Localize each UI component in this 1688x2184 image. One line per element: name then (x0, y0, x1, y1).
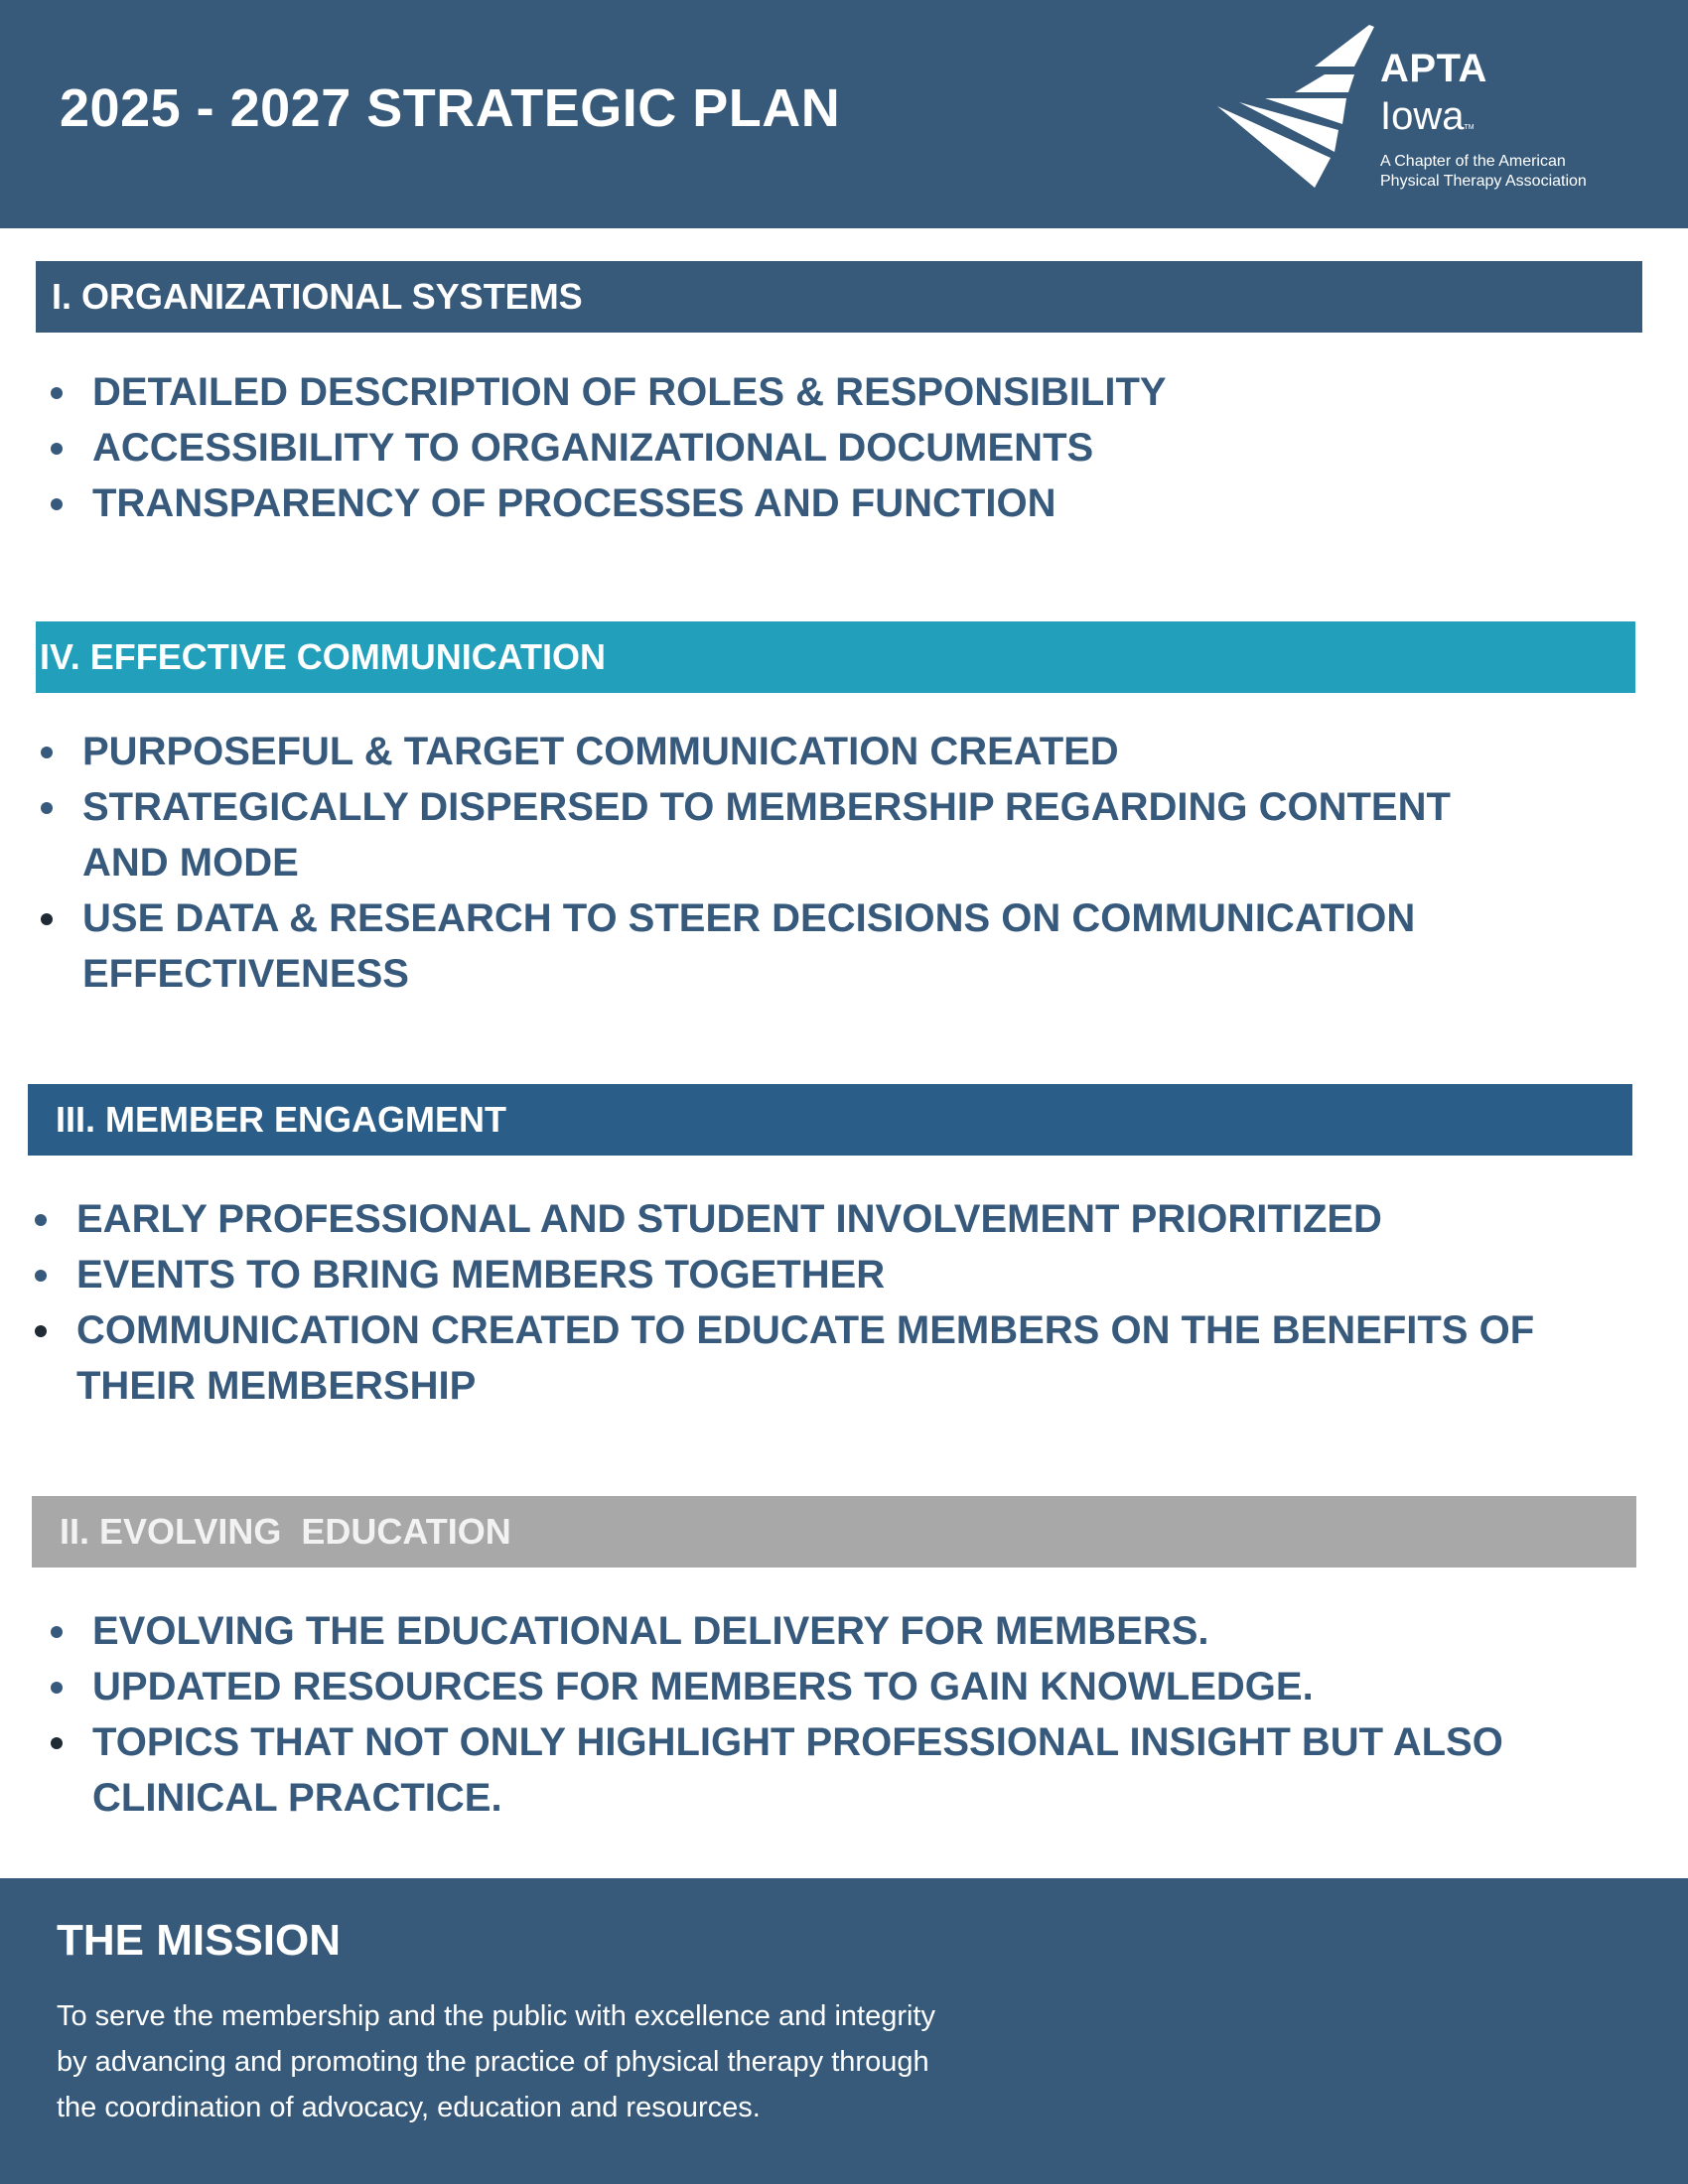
page-title: 2025 - 2027 STRATEGIC PLAN (60, 78, 841, 138)
bullet-icon (51, 1737, 63, 1749)
list-item: STRATEGICALLY DISPERSED TO MEMBERSHIP RE… (41, 779, 1451, 890)
mission-statement: To serve the membership and the public w… (57, 1993, 1149, 2130)
logo-iowa-text: IowaTM (1380, 94, 1475, 138)
bullet-icon (41, 747, 53, 758)
section-heading-organizational-systems: I. ORGANIZATIONAL SYSTEMS (36, 261, 1642, 333)
logo-apta-text: APTA (1380, 47, 1487, 90)
bullet-icon (35, 1214, 47, 1226)
mission-line: the coordination of advocacy, education … (57, 2092, 761, 2123)
list-item: PURPOSEFUL & TARGET COMMUNICATION CREATE… (41, 724, 1451, 779)
logo-tagline-line: Physical Therapy Association (1380, 173, 1587, 190)
list-item: TOPICS THAT NOT ONLY HIGHLIGHT PROFESSIO… (51, 1714, 1503, 1826)
bullet-icon (35, 1325, 47, 1337)
logo-tagline: A Chapter of the American Physical Thera… (1380, 152, 1587, 192)
effective-communication-list: PURPOSEFUL & TARGET COMMUNICATION CREATE… (41, 724, 1451, 1002)
evolving-education-list: EVOLVING THE EDUCATIONAL DELIVERY FOR ME… (51, 1603, 1503, 1826)
list-item: COMMUNICATION CREATED TO EDUCATE MEMBERS… (35, 1302, 1534, 1414)
list-item: USE DATA & RESEARCH TO STEER DECISIONS O… (41, 890, 1451, 1002)
section-heading-member-engagement: III. MEMBER ENGAGMENT (28, 1084, 1632, 1156)
section-heading-effective-communication: IV. EFFECTIVE COMMUNICATION (36, 621, 1635, 693)
mission-title: THE MISSION (57, 1916, 342, 1965)
list-item: EARLY PROFESSIONAL AND STUDENT INVOLVEME… (35, 1191, 1534, 1247)
apta-iowa-logo: APTA IowaTM A Chapter of the American Ph… (1205, 25, 1662, 194)
page-header: 2025 - 2027 STRATEGIC PLAN APTA IowaTM A… (0, 0, 1688, 228)
organizational-systems-list: DETAILED DESCRIPTION OF ROLES & RESPONSI… (51, 364, 1167, 531)
mission-footer: THE MISSION To serve the membership and … (0, 1878, 1688, 2184)
bullet-icon (41, 913, 53, 925)
list-item: UPDATED RESOURCES FOR MEMBERS TO GAIN KN… (51, 1659, 1503, 1714)
bullet-icon (51, 387, 63, 399)
apta-wing-logo-icon (1217, 25, 1374, 188)
list-item: TRANSPARENCY OF PROCESSES AND FUNCTION (51, 476, 1167, 531)
member-engagement-list: EARLY PROFESSIONAL AND STUDENT INVOLVEME… (35, 1191, 1534, 1414)
mission-line: To serve the membership and the public w… (57, 2000, 935, 2032)
trademark-mark: TM (1464, 124, 1475, 131)
section-heading-evolving-education: II. EVOLVING EDUCATION (32, 1496, 1636, 1568)
bullet-icon (51, 498, 63, 510)
mission-line: by advancing and promoting the practice … (57, 2046, 929, 2078)
bullet-icon (41, 802, 53, 814)
list-item: ACCESSIBILITY TO ORGANIZATIONAL DOCUMENT… (51, 420, 1167, 476)
logo-tagline-line: A Chapter of the American (1380, 153, 1566, 170)
bullet-icon (35, 1270, 47, 1282)
list-item: EVENTS TO BRING MEMBERS TOGETHER (35, 1247, 1534, 1302)
list-item: DETAILED DESCRIPTION OF ROLES & RESPONSI… (51, 364, 1167, 420)
list-item: EVOLVING THE EDUCATIONAL DELIVERY FOR ME… (51, 1603, 1503, 1659)
bullet-icon (51, 443, 63, 455)
bullet-icon (51, 1626, 63, 1638)
bullet-icon (51, 1682, 63, 1694)
